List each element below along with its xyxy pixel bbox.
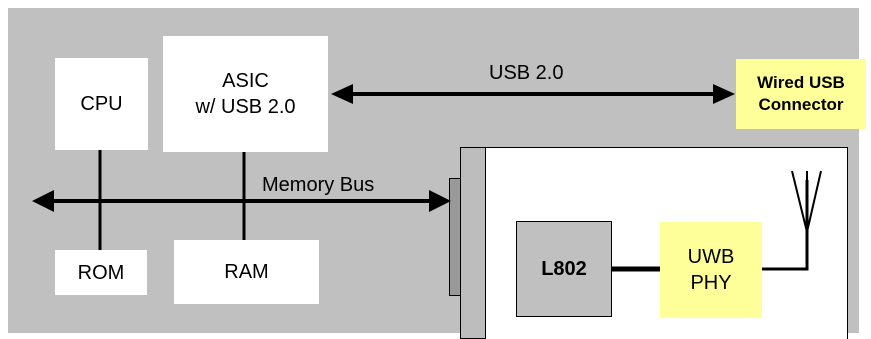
- rom-label: ROM: [77, 261, 125, 284]
- ram-label: RAM: [224, 261, 269, 283]
- wired-usb-label-line2: Connector: [758, 95, 844, 114]
- asic-label-line1: ASIC: [222, 70, 269, 92]
- usb-bus-label: USB 2.0: [489, 62, 564, 84]
- usb-arrowhead-right: [713, 84, 735, 104]
- phy-antenna-line: [762, 180, 809, 271]
- wired-usb-label-line1: Wired USB: [757, 73, 845, 92]
- cpu-block: CPU: [55, 58, 148, 150]
- wired-usb-connector: Wired USB Connector: [736, 59, 866, 129]
- cpu-label: CPU: [80, 93, 123, 115]
- usb-arrowhead-left: [331, 84, 353, 104]
- rom-block: ROM: [55, 250, 147, 295]
- memory-bus-label: Memory Bus: [262, 174, 375, 196]
- uwb-phy-block: UWB PHY: [660, 222, 762, 318]
- card-connector-tab: [449, 178, 461, 296]
- antenna-icon: [791, 170, 822, 233]
- uwb-phy-label-line2: PHY: [690, 272, 732, 294]
- memory-arrowhead-right: [429, 190, 451, 212]
- ram-block: RAM: [174, 240, 319, 304]
- asic-block: ASIC w/ USB 2.0: [163, 36, 328, 152]
- asic-label-line2: w/ USB 2.0: [195, 96, 296, 118]
- uwb-phy-label-line1: UWB: [687, 246, 735, 268]
- memory-arrowhead-left: [32, 190, 54, 212]
- l802-label: L802: [541, 257, 587, 280]
- l802-chip: L802: [516, 221, 612, 317]
